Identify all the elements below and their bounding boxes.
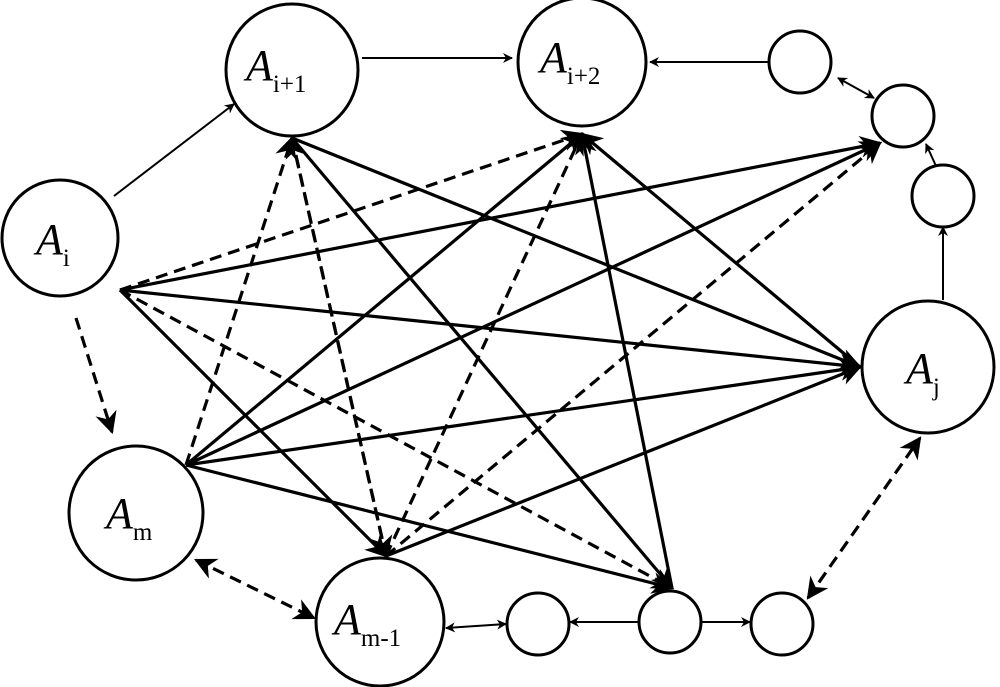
svg-text:Am-1: Am-1 <box>331 595 401 652</box>
edge-solid-19 <box>185 463 675 594</box>
edge-solid-15 <box>291 136 863 370</box>
edge-thin-3 <box>837 77 875 99</box>
small-node-right <box>910 163 976 229</box>
edge-solid-18 <box>185 141 882 467</box>
edge-thin-0 <box>113 103 235 197</box>
edge-thin-4 <box>925 143 937 167</box>
edge-solid-23 <box>184 132 584 467</box>
edge-solid-13 <box>119 135 883 292</box>
small-node-top-2 <box>870 83 936 149</box>
node-a-i: Ai <box>0 178 120 298</box>
small-node-bottom-3 <box>749 591 815 657</box>
node-a-i-plus-1: Ai+1 <box>224 2 360 138</box>
edge-thin-8 <box>445 619 507 633</box>
small-node-bottom-1 <box>505 591 571 657</box>
edge-solid-21 <box>575 131 674 589</box>
edge-solid-17 <box>185 358 863 467</box>
edge-dashed-28 <box>290 137 393 559</box>
node-a-m: Am <box>67 444 205 582</box>
svg-text:Aj: Aj <box>903 344 940 401</box>
edge-dashed-26 <box>184 135 297 466</box>
svg-text:Ai+1: Ai+1 <box>243 41 306 98</box>
svg-text:Ai: Ai <box>33 215 70 272</box>
edge-solid-20 <box>385 364 863 558</box>
edges-layer <box>74 53 948 633</box>
edge-solid-14 <box>118 288 388 558</box>
node-a-j: Aj <box>860 299 996 435</box>
node-a-m-minus-1: Am-1 <box>314 556 446 687</box>
small-node-top-1 <box>767 29 833 95</box>
svg-text:Ai+2: Ai+2 <box>537 33 600 90</box>
edge-dashed-25 <box>119 288 674 590</box>
edge-dashed-10 <box>194 558 316 620</box>
svg-text:Am: Am <box>103 489 153 546</box>
edge-solid-22 <box>580 132 862 369</box>
edge-dashed-24 <box>119 129 585 292</box>
edge-dashed-29 <box>384 132 584 557</box>
edge-dashed-30 <box>384 141 882 558</box>
edge-dashed-9 <box>74 317 117 435</box>
edge-solid-16 <box>290 136 674 590</box>
small-node-bottom-2 <box>637 589 703 655</box>
node-a-i-plus-2: Ai+2 <box>516 0 648 128</box>
edge-dashed-11 <box>806 436 922 600</box>
